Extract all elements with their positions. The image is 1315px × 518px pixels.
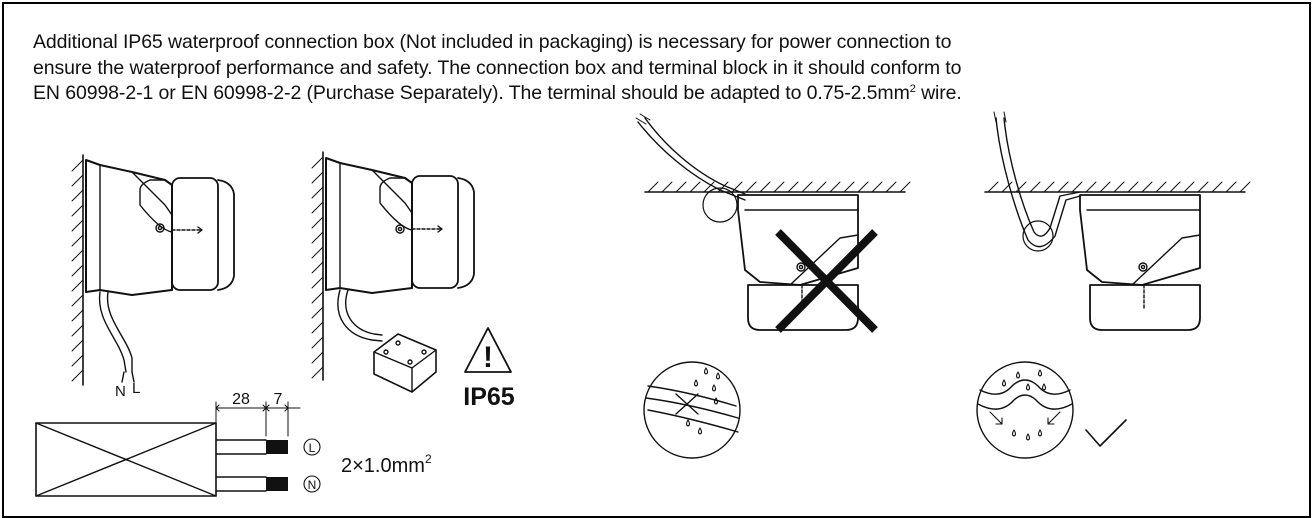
warning-triangle-icon xyxy=(464,327,512,373)
notice-line-3-end: wire. xyxy=(915,82,962,104)
wire-spec-text: 2×1.0mm xyxy=(341,455,425,477)
ip65-label: IP65 xyxy=(463,383,515,411)
terminal-live-letter: L xyxy=(309,441,316,455)
wire-spec: 2×1.0mm2 xyxy=(341,452,432,477)
terminal-neutral-circle xyxy=(303,475,321,493)
live-letter: L xyxy=(132,380,140,397)
strip-length-inner: 7 xyxy=(274,391,283,408)
water-drop-icon xyxy=(685,367,721,435)
figure-ceiling-incorrect xyxy=(635,113,911,459)
cable-strip-diagram: 28 7 L N 2×1.0mm2 xyxy=(35,391,432,497)
notice-superscript: 2 xyxy=(909,83,916,95)
notice-line-3-text: EN 60998-2-1 or EN 60998-2-2 (Purchase S… xyxy=(33,82,910,104)
installation-notice: Additional IP65 waterproof connection bo… xyxy=(33,30,1303,107)
notice-line-2: ensure the waterproof performance and sa… xyxy=(33,56,962,79)
ip65-badge: ! IP65 xyxy=(463,327,515,411)
notice-line-1: Additional IP65 waterproof connection bo… xyxy=(33,31,952,53)
figure-wall-bare-cable: N L xyxy=(71,154,235,400)
check-mark-icon xyxy=(1085,419,1127,447)
terminal-live-circle xyxy=(303,438,321,456)
terminal-neutral-letter: N xyxy=(308,478,317,492)
figure-ceiling-correct xyxy=(976,111,1251,459)
strip-length-outer: 28 xyxy=(232,391,250,408)
warning-glyph: ! xyxy=(483,341,493,374)
neutral-letter: N xyxy=(115,383,126,400)
wire-spec-sup: 2 xyxy=(425,452,432,466)
notice-line-3: EN 60998-2-1 or EN 60998-2-2 (Purchase S… xyxy=(33,81,1303,107)
figure-wall-junction-box xyxy=(311,151,475,393)
